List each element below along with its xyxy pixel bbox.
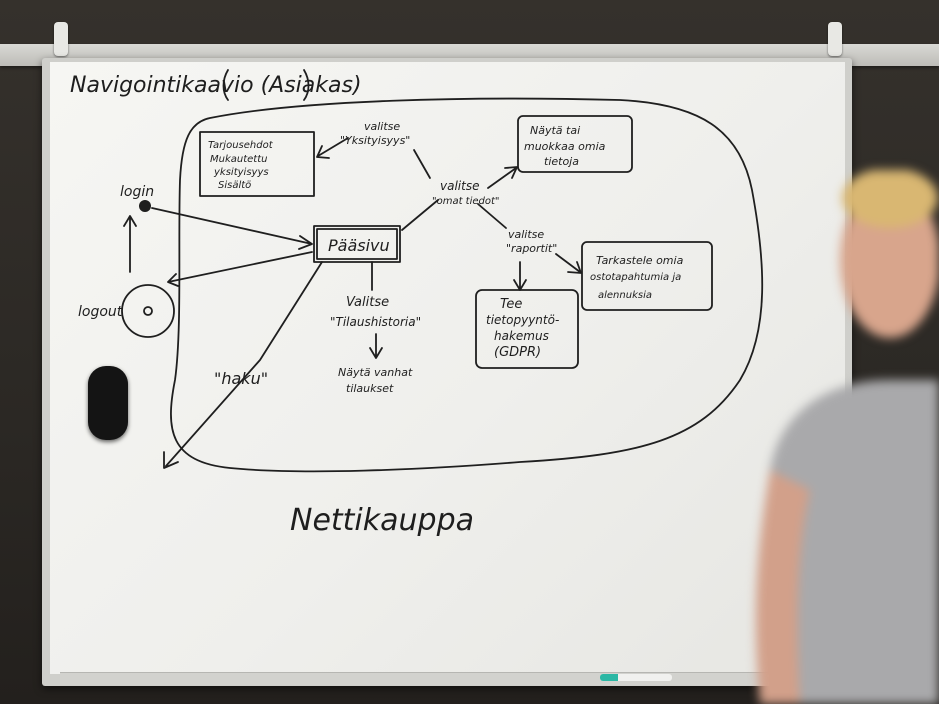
paasivu-to-haku-line xyxy=(163,261,323,469)
whiteboard xyxy=(50,62,845,674)
privacy-line-1: Tarjousehdot xyxy=(208,140,274,151)
login-dot xyxy=(139,200,151,212)
login-to-paasivu-arrow xyxy=(151,207,313,250)
valitse-raportit-2: "raportit" xyxy=(506,242,557,255)
valitse-yksityisyys-1: valitse xyxy=(364,120,400,133)
privacy-line-3: yksityisyys xyxy=(213,167,269,178)
valitse-tilaushistoria-2: "Tilaushistoria" xyxy=(330,315,421,329)
tarkastele-2: ostotapahtumia ja xyxy=(590,272,681,283)
omat-to-nayta-arrow xyxy=(487,166,518,189)
raportit-to-gdpr-arrow xyxy=(513,261,527,291)
nayta-tiedot-3: tietoja xyxy=(544,155,579,168)
paasivu-to-omat-line xyxy=(401,199,439,231)
paasivu-box xyxy=(313,225,401,263)
privacy-box xyxy=(199,131,315,197)
diagram-title: Navigointikaavio (Asiakas) xyxy=(70,73,362,98)
nayta-tiedot-1: Näytä tai xyxy=(530,124,580,137)
gdpr-box xyxy=(475,289,579,369)
valitse-omat-2: "omat tiedot" xyxy=(432,196,500,207)
footer-label: Nettikauppa xyxy=(290,503,474,538)
raportit-to-tarkastele-arrow xyxy=(555,253,582,274)
nayta-vanhat-2: tilaukset xyxy=(346,382,394,395)
omat-to-yksityisyys-line xyxy=(413,149,431,179)
logout-label: logout xyxy=(78,304,123,320)
title-bracket xyxy=(222,69,310,101)
person-figure xyxy=(755,170,939,704)
nayta-vanhat-1: Näytä vanhat xyxy=(338,366,413,379)
login-label: login xyxy=(120,184,154,200)
marker-pen xyxy=(600,674,672,681)
logout-circle xyxy=(121,284,175,338)
tarkastele-box xyxy=(581,241,713,311)
tarkastele-3: alennuksia xyxy=(598,290,652,301)
logout-to-login-arrow xyxy=(123,215,137,273)
gdpr-1: Tee xyxy=(500,297,522,312)
paasivu-to-logout-arrow xyxy=(167,251,313,287)
valitse-omat-1: valitse xyxy=(440,179,479,193)
gdpr-4: (GDPR) xyxy=(494,345,541,360)
gdpr-2: tietopyyntö- xyxy=(486,313,559,327)
tarkastele-1: Tarkastele omia xyxy=(596,254,684,267)
haku-label: "haku" xyxy=(214,369,268,388)
yksityisyys-to-box-arrow xyxy=(316,137,349,159)
nayta-tiedot-2: muokkaa omia xyxy=(524,140,606,153)
board-clip-left xyxy=(54,22,68,56)
nayta-tiedot-box xyxy=(517,115,633,173)
valitse-yksityisyys-2: "Yksityisyys" xyxy=(340,134,410,147)
paasivu-box-inner xyxy=(316,228,398,260)
gdpr-3: hakemus xyxy=(494,329,549,343)
board-clip-right xyxy=(828,22,842,56)
privacy-line-4: Sisältö xyxy=(218,180,251,191)
privacy-line-2: Mukautettu xyxy=(210,154,267,165)
paasivu-label: Pääsivu xyxy=(328,236,390,255)
logout-dot xyxy=(143,306,153,316)
omat-to-raportit-line xyxy=(477,203,507,229)
valitse-raportit-1: valitse xyxy=(508,228,544,241)
whiteboard-eraser xyxy=(88,366,128,440)
marker-cap xyxy=(600,674,618,681)
system-boundary xyxy=(170,97,764,473)
tilaushistoria-arrow xyxy=(369,333,383,359)
valitse-tilaushistoria-1: Valitse xyxy=(346,295,389,310)
